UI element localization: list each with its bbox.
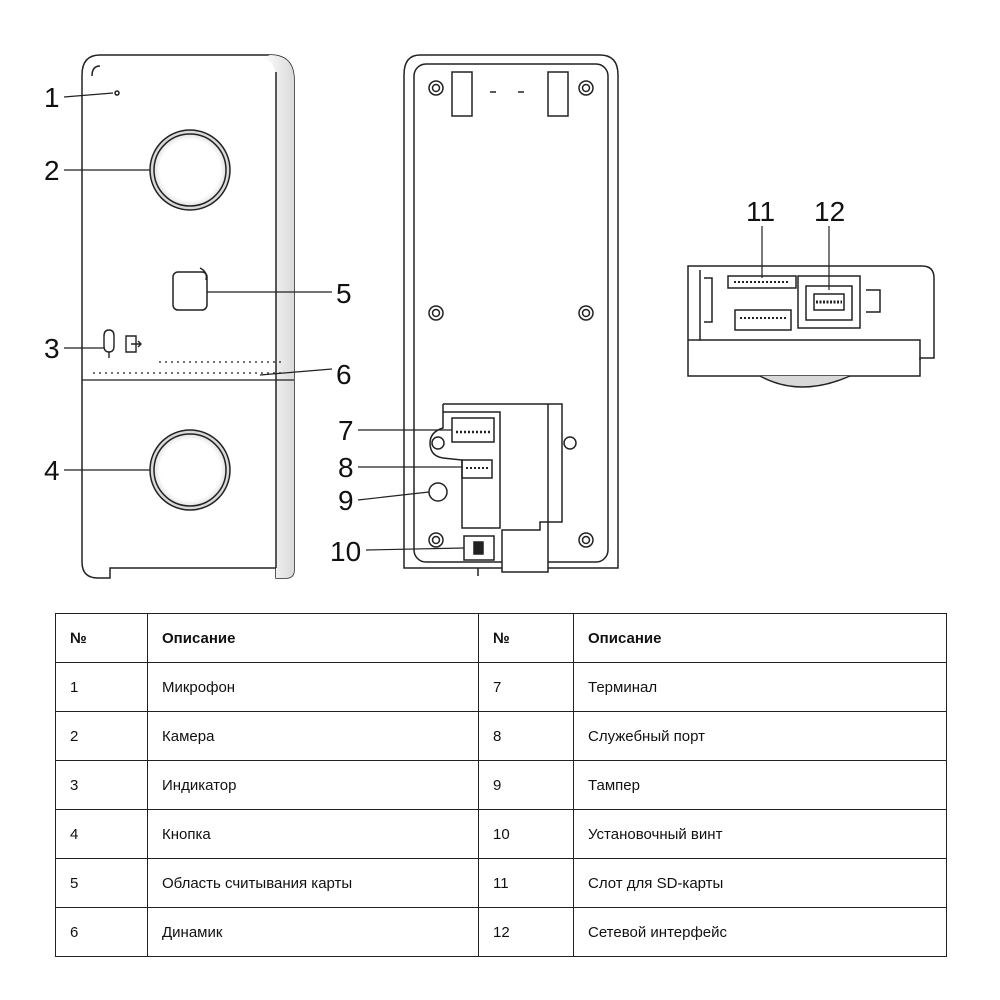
mount-slot-right — [547, 71, 569, 117]
cell-number: 4 — [55, 809, 148, 859]
cell-number: 6 — [55, 907, 148, 957]
callout-4: 4 — [44, 455, 60, 486]
camera-lens — [149, 129, 231, 211]
cell-description: Служебный порт — [573, 711, 947, 761]
table-row: 1 Микрофон 7 Терминал — [55, 662, 947, 712]
cell-number: 3 — [55, 760, 148, 810]
callout-12: 12 — [814, 196, 845, 227]
table-row: 2 Камера 8 Служебный порт — [55, 711, 947, 761]
callout-8: 8 — [338, 452, 354, 483]
cell-description: Кнопка — [147, 809, 479, 859]
callout-2: 2 — [44, 155, 60, 186]
mount-slot-left — [451, 71, 473, 117]
cell-number: 8 — [478, 711, 574, 761]
callout-11: 11 — [746, 196, 775, 227]
cell-description: Динамик — [147, 907, 479, 957]
cell-number: 5 — [55, 858, 148, 908]
header-number: № — [55, 613, 148, 663]
back-panel — [403, 54, 619, 576]
cell-description: Область считывания карты — [147, 858, 479, 908]
cell-description: Сетевой интерфейс — [573, 907, 947, 957]
cell-description: Индикатор — [147, 760, 479, 810]
callout-5: 5 — [336, 278, 352, 309]
card-reader-icon — [172, 271, 208, 311]
cell-number: 9 — [478, 760, 574, 810]
callout-9: 9 — [338, 485, 354, 516]
cell-number: 1 — [55, 662, 148, 712]
cell-description: Слот для SD-карты — [573, 858, 947, 908]
connector-detail — [687, 265, 935, 388]
cell-number: 11 — [478, 858, 574, 908]
header-description: Описание — [573, 613, 947, 663]
terminal-bracket — [443, 403, 563, 573]
callout-3: 3 — [44, 333, 60, 364]
cell-description: Камера — [147, 711, 479, 761]
door-indicator-icon — [125, 335, 142, 353]
screw-icon — [428, 80, 594, 548]
table-row: 3 Индикатор 9 Тампер — [55, 760, 947, 810]
callout-7: 7 — [338, 415, 354, 446]
cell-number: 10 — [478, 809, 574, 859]
cell-number: 12 — [478, 907, 574, 957]
cell-description: Установочный винт — [573, 809, 947, 859]
header-number: № — [478, 613, 574, 663]
cell-description: Микрофон — [147, 662, 479, 712]
microphone-hole — [114, 90, 120, 96]
callout-6: 6 — [336, 359, 352, 390]
callout-1: 1 — [44, 82, 60, 113]
table-header-row: № Описание № Описание — [55, 613, 947, 663]
mic-indicator-icon — [103, 329, 115, 353]
leader-lines — [63, 92, 830, 551]
cell-description: Терминал — [573, 662, 947, 712]
table-row: 5 Область считывания карты 11 Слот для S… — [55, 858, 947, 908]
table-row: 4 Кнопка 10 Установочный винт — [55, 809, 947, 859]
cell-description: Тампер — [573, 760, 947, 810]
speaker-grille — [93, 361, 281, 374]
service-port — [461, 459, 493, 479]
cell-number: 2 — [55, 711, 148, 761]
table-row: 6 Динамик 12 Сетевой интерфейс — [55, 907, 947, 957]
device-diagram: 1 2 3 4 5 6 7 8 9 10 11 12 — [44, 54, 935, 579]
cell-number: 7 — [478, 662, 574, 712]
callout-10: 10 — [330, 536, 361, 567]
header-description: Описание — [147, 613, 479, 663]
front-panel — [81, 54, 295, 579]
description-table: № Описание № Описание 1 Микрофон 7 Терми… — [55, 613, 947, 957]
call-button — [149, 429, 231, 511]
